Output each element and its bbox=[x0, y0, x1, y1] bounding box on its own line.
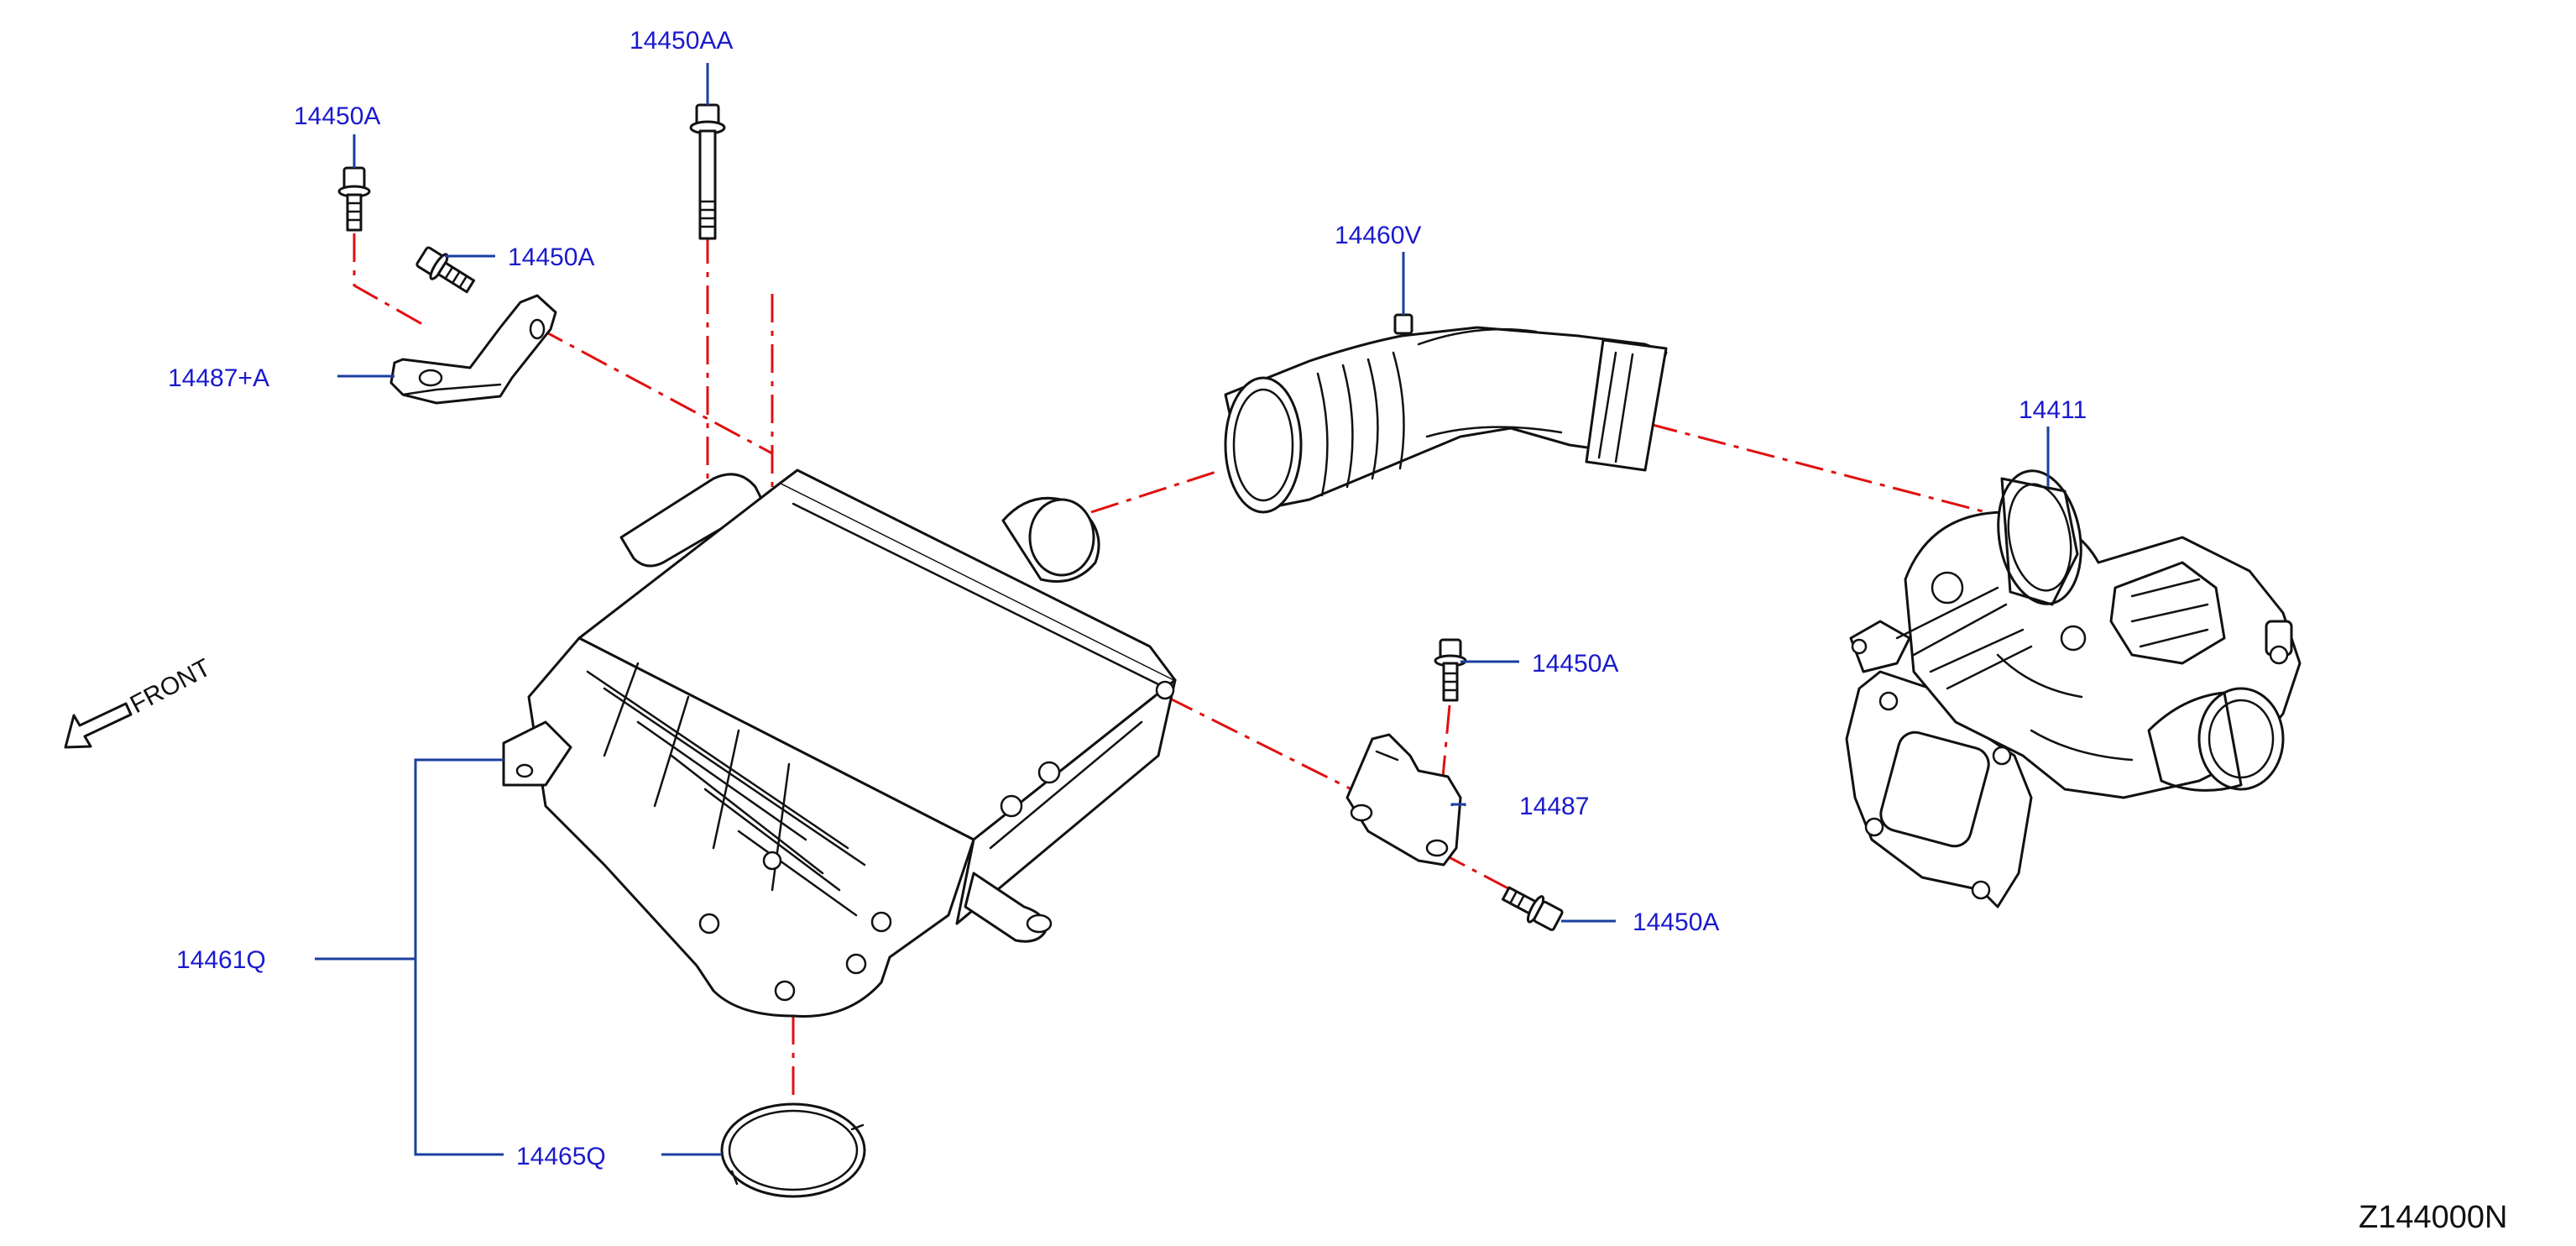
label-14465q[interactable]: 14465Q bbox=[516, 1143, 606, 1170]
bolt-14450a-upper bbox=[415, 246, 476, 294]
front-label: FRONT bbox=[126, 654, 216, 720]
centerline-bracket-to-lower-bolt bbox=[1439, 851, 1520, 896]
label-14450a-upper[interactable]: 14450A bbox=[508, 243, 594, 271]
bolt-14450a-right bbox=[1434, 638, 1467, 702]
centerline-intercooler-to-bracket bbox=[1166, 695, 1386, 808]
label-14487-plus-a[interactable]: 14487+A bbox=[168, 364, 269, 392]
bolt-14450a-lower bbox=[1501, 886, 1564, 931]
hose-14460v bbox=[1224, 313, 1668, 514]
leader-14461q-bracket bbox=[414, 758, 504, 1156]
turbocharger-14411 bbox=[1845, 469, 2302, 908]
centerline-bolt-top-to-bracket bbox=[353, 233, 429, 329]
label-14450aa[interactable]: 14450AA bbox=[630, 27, 733, 55]
bracket-14487 bbox=[1345, 733, 1462, 866]
part-labels: 14450AA 14450A 14450A 14487+A 14460V 144… bbox=[168, 27, 2087, 1170]
label-14460v[interactable]: 14460V bbox=[1335, 222, 1421, 249]
label-14450a-right[interactable]: 14450A bbox=[1532, 650, 1618, 678]
centerline-bracket-to-intercooler bbox=[536, 326, 773, 455]
bolt-14450aa bbox=[689, 103, 726, 240]
label-14411[interactable]: 14411 bbox=[2019, 396, 2087, 424]
bracket-14487-plus-a bbox=[389, 294, 557, 405]
label-14461q[interactable]: 14461Q bbox=[176, 946, 266, 974]
bolt-14450a-top bbox=[337, 166, 371, 232]
front-indicator: FRONT bbox=[64, 654, 216, 749]
leader-lines bbox=[315, 63, 2050, 1156]
front-arrow-icon bbox=[64, 702, 133, 749]
diagram-code: Z144000N bbox=[2359, 1200, 2507, 1235]
label-14450a-top[interactable]: 14450A bbox=[294, 102, 380, 130]
gasket-14465q bbox=[720, 1102, 866, 1198]
centerline-hose-to-turbo bbox=[1649, 422, 2003, 518]
leader-14487 bbox=[1450, 803, 1466, 806]
intercooler-14461q bbox=[502, 469, 1177, 1018]
centerline-hose-to-intercooler bbox=[1090, 469, 1222, 514]
label-14487[interactable]: 14487 bbox=[1519, 793, 1589, 820]
label-14450a-lower[interactable]: 14450A bbox=[1633, 908, 1719, 936]
